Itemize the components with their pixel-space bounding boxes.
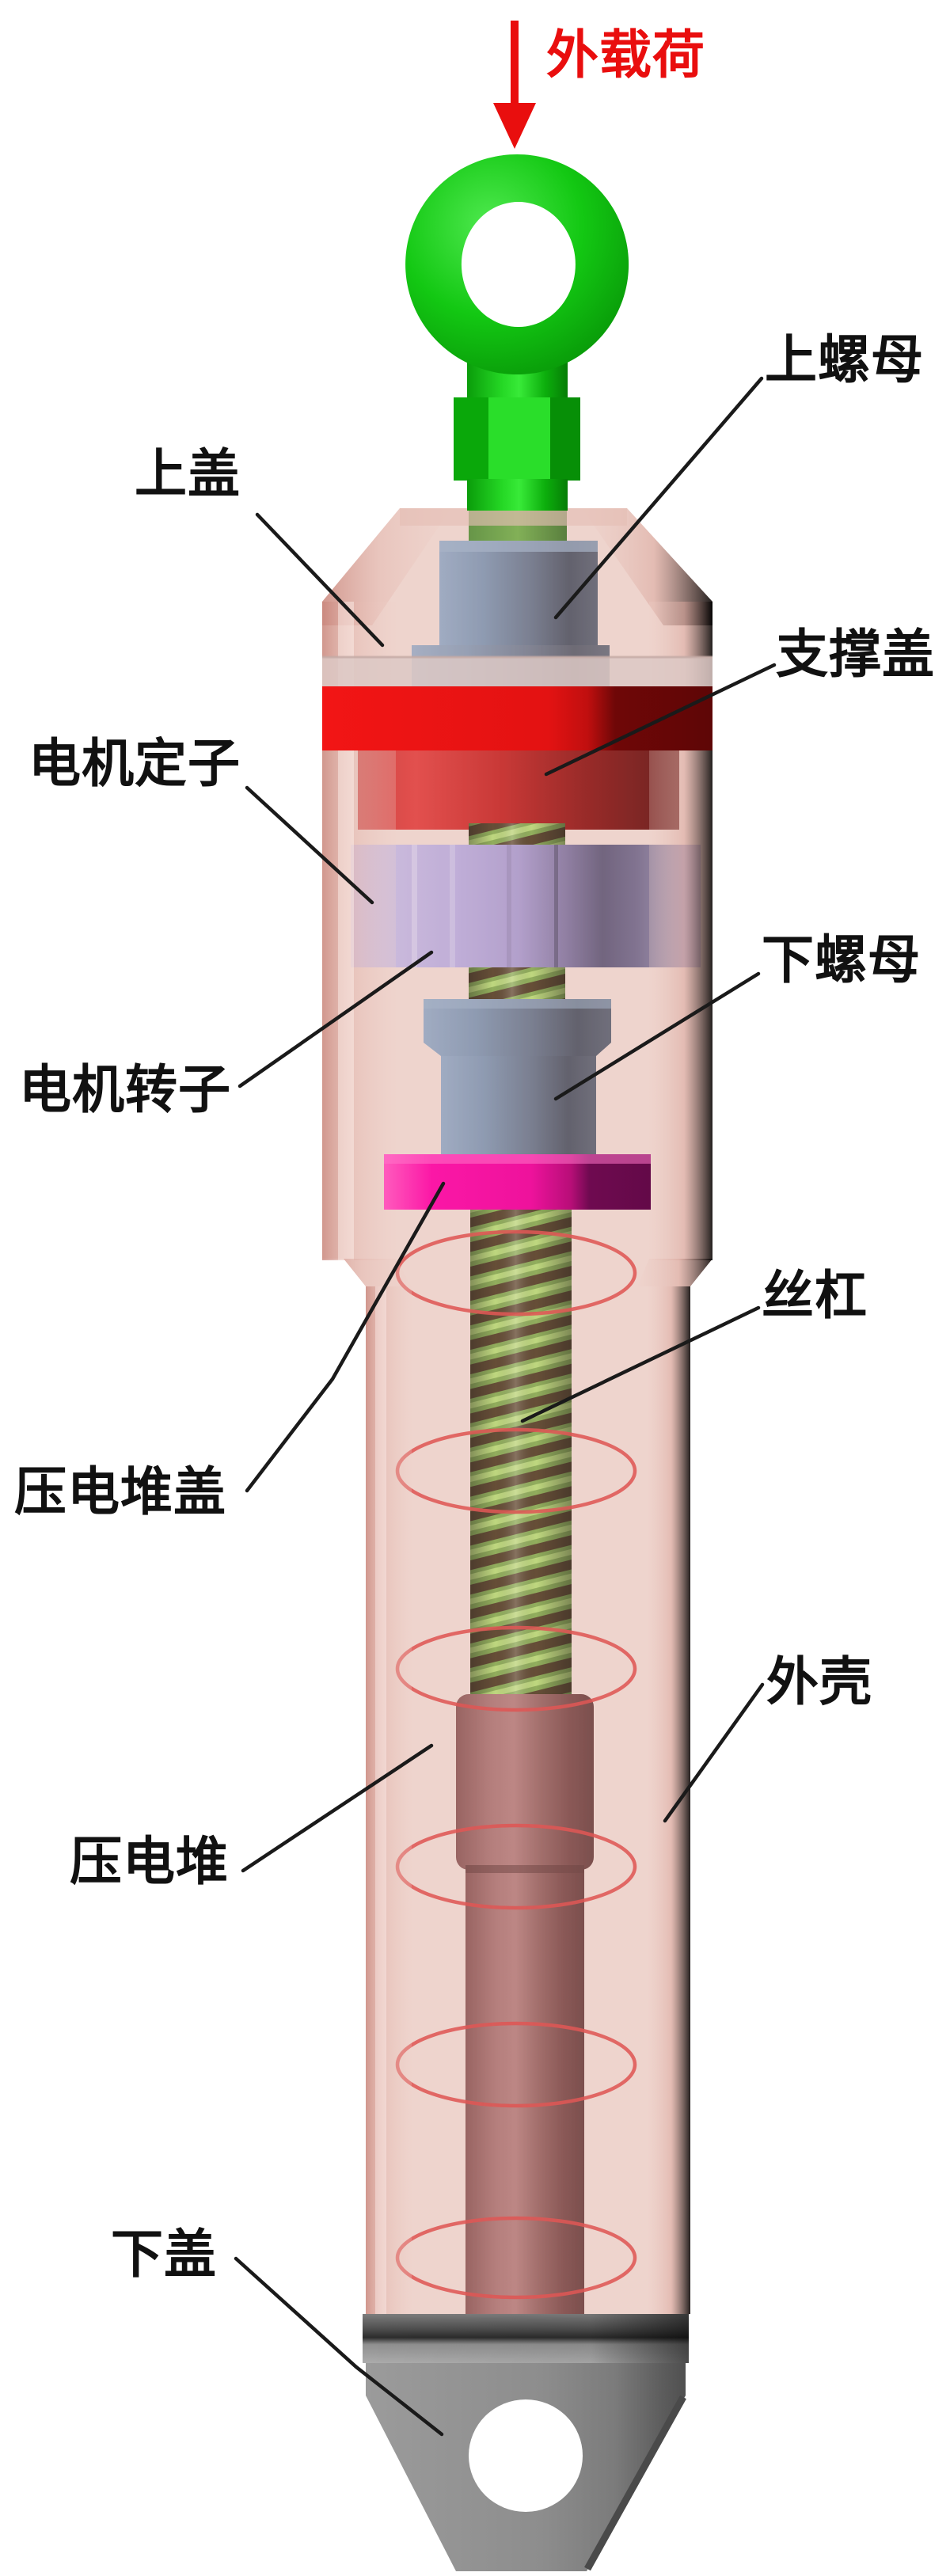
outer-shell-walls [322,508,712,2314]
leader-motor-stator [245,785,374,905]
motor-stator-part [351,845,701,967]
leader-upper-cover [255,512,385,648]
leader-support-cover [544,663,777,777]
label-lower-nut: 下螺母 [762,932,921,990]
leader-lines [234,376,777,2437]
upper-cover-bottom-rim [322,657,712,686]
load-arrow-shaft [511,21,519,106]
inner-components [351,507,701,2314]
label-motor-rotor: 电机转子 [19,1062,231,1119]
load-arrow-head [493,103,536,149]
lead-screw-upper-segment [469,823,565,847]
piezo-stack-cover-highlight [384,1154,651,1164]
upper-cover-cone-right [582,508,712,625]
label-piezo-stack-cover: 压电堆盖 [14,1464,226,1522]
leader-piezo-stack-cover [245,1181,446,1493]
upper-cover-top-face [400,508,627,526]
label-outer-shell: 外壳 [766,1654,872,1712]
lower-cover-bracket-right-edge [584,2395,686,2571]
lower-cover-collar-shade [363,2314,689,2363]
wall-wide-left-highlight [338,602,354,1260]
upper-cover-cone-left [322,508,451,625]
wall-narrow-right [648,1286,690,2314]
eye-bolt [405,154,629,511]
wall-slant-right [637,1259,712,1286]
eye-ring [405,154,629,374]
leader-outer-shell [663,1682,765,1823]
lower-nut-part [424,999,611,1156]
leader-upper-nut [553,376,764,620]
label-piezo-stack: 压电堆 [70,1833,229,1891]
lower-cover-mount-hole [469,2399,583,2512]
label-upper-cover: 上盖 [135,446,241,503]
leader-motor-rotor [238,950,434,1089]
lead-screw-part [470,1210,572,1694]
leader-lower-nut [553,971,761,1101]
leader-piezo-stack [241,1743,434,1873]
support-cover-band [322,686,712,750]
load-arrow [493,21,536,149]
lower-cover-part [363,2314,689,2571]
wall-narrow-left [366,1286,412,2314]
leader-lead-screw [520,1305,761,1423]
lead-screw-mid-segment [469,967,565,1002]
label-lead-screw: 丝杠 [762,1267,868,1325]
piezo-stack-part [456,1694,594,2314]
wall-narrow-left-highlight [375,1286,386,2314]
leader-lower-cover [234,2256,444,2437]
eye-bolt-hex-nut [454,397,580,481]
label-support-cover: 支撑盖 [776,626,935,684]
label-upper-nut: 上螺母 [765,332,924,389]
eye-bolt-neck-lower [467,479,568,511]
label-lower-cover: 下盖 [111,2226,217,2284]
support-cover-inner-cylinder [358,747,679,830]
label-external-load: 外载荷 [546,27,705,85]
label-motor-stator: 电机定子 [28,735,241,793]
